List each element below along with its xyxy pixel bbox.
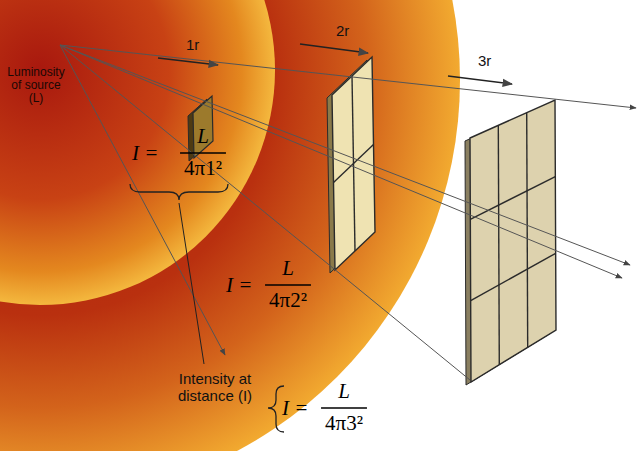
light-ray (60, 45, 225, 355)
light-ray (60, 45, 622, 278)
area-square (332, 57, 375, 270)
leader-line (179, 203, 204, 364)
formula-lhs: I = (226, 273, 252, 297)
area-square (470, 100, 556, 382)
formula-lhs: I = (132, 141, 158, 165)
intensity-label: Intensity at distance (I) (160, 370, 270, 404)
bracket (268, 386, 284, 432)
grid-line (470, 177, 555, 220)
distance-arrow (448, 76, 512, 84)
grid-line (498, 125, 499, 364)
inner-sphere (0, 0, 275, 305)
fraction-bar (265, 284, 311, 285)
formula-numerator: L (338, 379, 350, 403)
formula-numerator: L (197, 124, 209, 148)
distance-label: 3r (478, 52, 491, 69)
distance-arrow (158, 58, 218, 65)
light-ray (60, 45, 470, 380)
formula-denominator: 4π2² (269, 288, 307, 312)
fraction-bar (321, 407, 367, 408)
formula-denominator: 4π1² (184, 156, 222, 180)
distance-arrow (300, 44, 368, 53)
grid-line (527, 113, 528, 348)
grid-line (471, 253, 556, 300)
light-ray (60, 45, 636, 108)
distance-label: 2r (336, 22, 349, 39)
area-square (193, 96, 213, 158)
formula-lhs: I = (282, 396, 308, 420)
fraction-bar (180, 152, 226, 153)
formula-numerator: L (282, 256, 294, 280)
distance-label: 1r (186, 36, 199, 53)
outer-sphere (0, 0, 460, 451)
formula-denominator: 4π3² (325, 411, 363, 435)
bracket (130, 184, 228, 200)
light-ray (60, 45, 630, 265)
source-label: Luminosity of source (L) (4, 66, 68, 105)
